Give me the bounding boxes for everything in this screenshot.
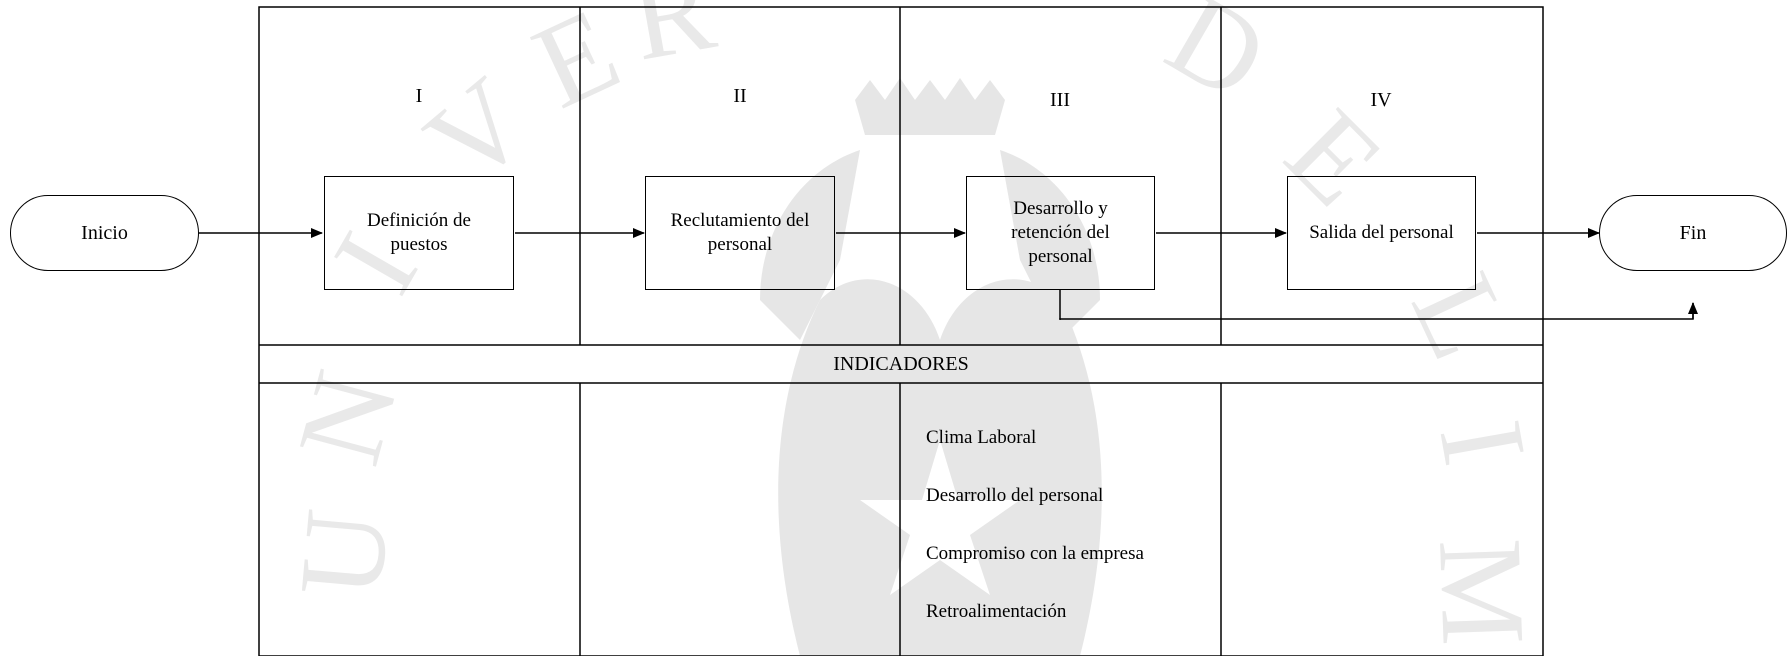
indicator-item: Desarrollo del personal xyxy=(926,485,1104,506)
process-label-line: Salida del personal xyxy=(1309,222,1454,243)
process-label-line: retención del xyxy=(1011,222,1110,243)
stage-label-3: III xyxy=(1050,89,1070,111)
end-terminal: Fin xyxy=(1599,195,1787,271)
start-terminal: Inicio xyxy=(10,195,199,271)
stage-label-4: IV xyxy=(1370,89,1392,111)
stage-label-1: I xyxy=(415,85,423,107)
indicator-item: Clima Laboral xyxy=(926,427,1037,448)
process-desarrollo-retencion: Desarrollo y retención del personal xyxy=(966,176,1155,290)
indicators-list: Clima Laboral Desarrollo del personal Co… xyxy=(926,418,1226,650)
start-terminal-label: Inicio xyxy=(81,221,128,244)
process-definicion-puestos: Definición de puestos xyxy=(324,176,514,290)
process-label-line: Desarrollo y xyxy=(1013,198,1108,219)
indicators-header: INDICADORES xyxy=(833,352,969,375)
process-label-line: personal xyxy=(1028,246,1093,267)
process-label-line: Reclutamiento del xyxy=(670,210,810,231)
process-reclutamiento: Reclutamiento del personal xyxy=(645,176,835,290)
process-label-line: puestos xyxy=(390,234,448,255)
end-terminal-label: Fin xyxy=(1679,221,1707,244)
indicator-item: Compromiso con la empresa xyxy=(926,543,1144,564)
process-label-line: Definición de xyxy=(367,210,471,231)
process-label-line: personal xyxy=(707,234,773,255)
indicator-item: Retroalimentación xyxy=(926,601,1067,622)
process-salida: Salida del personal xyxy=(1287,176,1476,290)
stage-label-2: II xyxy=(733,85,747,107)
arrow-desarrollo-to-fin xyxy=(1059,303,1694,320)
frame-border xyxy=(258,6,1544,656)
